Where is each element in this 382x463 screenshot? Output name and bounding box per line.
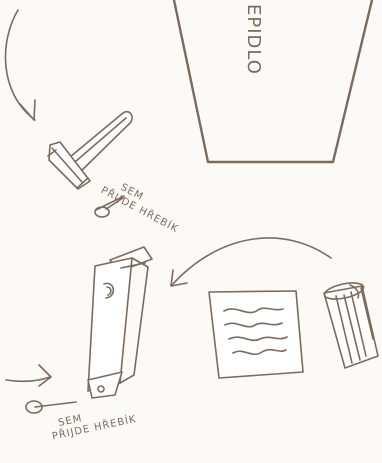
arrow-icon: [5, 10, 35, 120]
arrow-icon: [171, 238, 331, 286]
hammer-icon: [48, 112, 132, 189]
container-trapezoid: EPIDLO: [174, 0, 372, 162]
nail-hint-lower: SEM PŘIJDE HŘEBÍK: [49, 402, 138, 442]
mezuzah-case-icon: [88, 247, 152, 398]
arrow-icon: [6, 365, 51, 386]
scroll-icon: [323, 280, 378, 368]
paper-note-icon: [209, 291, 303, 378]
nail-icon: [26, 401, 76, 413]
container-label: EPIDLO: [243, 4, 264, 75]
